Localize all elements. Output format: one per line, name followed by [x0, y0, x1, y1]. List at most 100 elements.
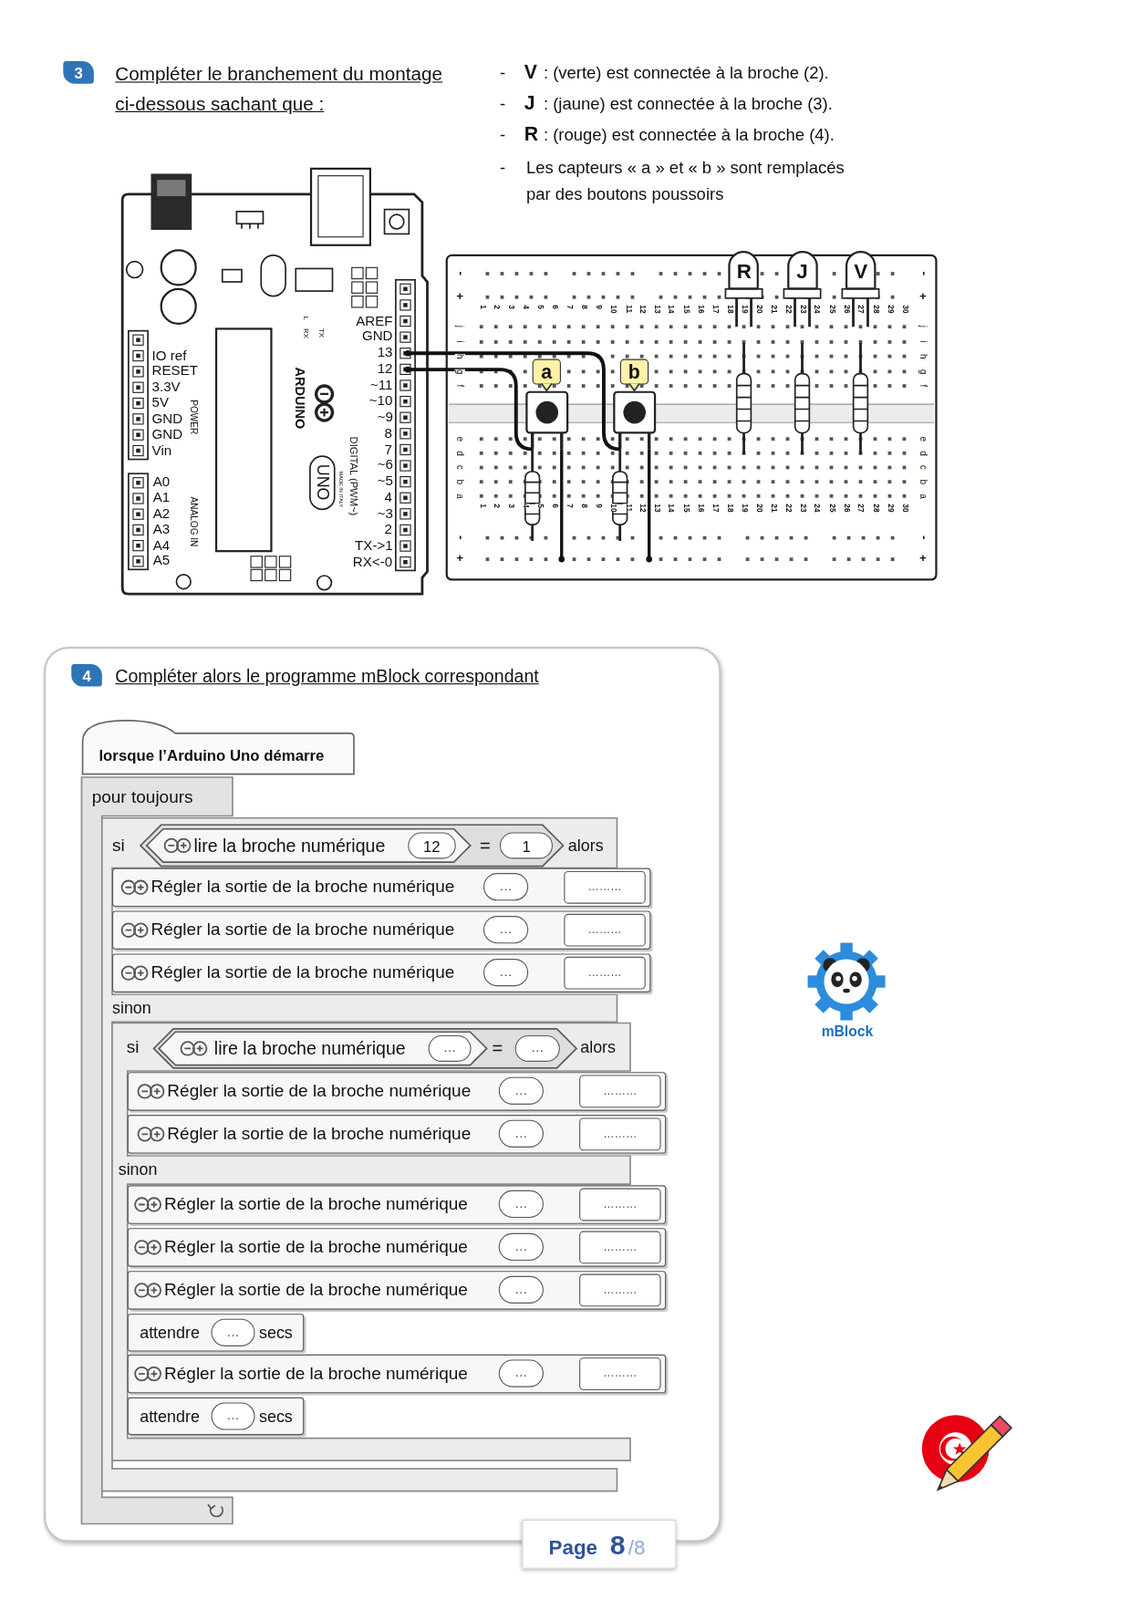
breadboard-hole — [698, 436, 703, 441]
led-body-text: R — [736, 259, 752, 284]
breadboard-hole — [538, 466, 542, 470]
breadboard-hole — [775, 536, 779, 540]
breadboard-hole — [742, 324, 747, 329]
header-pin — [400, 540, 411, 551]
breadboard-hole — [902, 354, 907, 359]
arduino-icon — [138, 1201, 157, 1208]
breadboard-hole — [713, 340, 717, 344]
header-pin — [400, 363, 411, 374]
header-pin — [400, 460, 411, 471]
board-label: ANALOG IN — [187, 497, 199, 548]
breadboard-hole — [844, 354, 849, 359]
breadboard-hole — [815, 383, 820, 388]
breadboard-hole — [538, 436, 542, 441]
breadboard-hole — [567, 324, 571, 329]
column-number: 22 — [783, 503, 793, 512]
row-letter: j — [917, 325, 929, 328]
header-pin — [403, 383, 407, 387]
header-pin — [403, 528, 407, 532]
column-number: 18 — [725, 304, 735, 313]
push-button — [622, 401, 646, 425]
breadboard-hole — [479, 340, 484, 344]
column-number: 15 — [681, 304, 691, 313]
breadboard-hole — [888, 340, 893, 344]
breadboard-hole — [669, 324, 674, 329]
breadboard-hole — [717, 271, 722, 276]
breadboard-hole — [640, 354, 644, 359]
round-slot: … — [498, 1120, 544, 1148]
breadboard-hole — [659, 557, 664, 561]
header-pin — [135, 511, 140, 516]
round-slot: … — [498, 1077, 544, 1105]
arduino-icon — [122, 965, 148, 980]
breadboard-hole — [844, 451, 849, 456]
breadboard-hole — [891, 557, 895, 561]
breadboard-hole — [494, 354, 499, 359]
arduino-icon — [134, 1197, 161, 1212]
set-output-block-text: Régler la sortie de la broche numérique — [166, 1123, 471, 1144]
breadboard-hole — [757, 494, 761, 499]
row-letter: b — [454, 478, 466, 485]
value-slot-text: ……… — [602, 1083, 637, 1097]
breadboard-hole — [486, 271, 490, 276]
round-slot: … — [483, 915, 529, 944]
pin-label: A0 — [153, 474, 170, 490]
header-pin — [403, 543, 407, 548]
breadboard-hole — [508, 383, 513, 388]
breadboard-hole — [742, 466, 747, 470]
pin-label: A3 — [153, 521, 170, 538]
column-number: 8 — [579, 304, 589, 310]
wait-block-text: secs — [259, 1406, 293, 1426]
row-letter: g — [917, 368, 929, 374]
breadboard-hole — [859, 324, 863, 329]
arduino-board — [161, 249, 197, 285]
breadboard-hole — [876, 557, 881, 561]
breadboard-hole — [713, 383, 717, 388]
mblock-logo — [808, 943, 886, 1021]
breadboard-hole — [713, 324, 717, 329]
breadboard-hole — [844, 466, 849, 470]
breadboard-hole — [815, 494, 820, 499]
round-slot: … — [210, 1401, 255, 1430]
column-number: 3 — [506, 503, 516, 509]
header-pin — [133, 429, 144, 440]
breadboard-hole — [757, 340, 761, 344]
breadboard-hole — [611, 324, 615, 329]
header-pin — [133, 493, 144, 504]
arduino-board — [265, 569, 277, 581]
header-pin — [400, 283, 411, 294]
column-number: 27 — [856, 304, 866, 313]
breadboard-hole — [861, 557, 866, 561]
tunisia-pencil-logo — [932, 1469, 958, 1495]
breadboard-hole — [494, 340, 499, 344]
header-pin — [400, 428, 411, 439]
column-number: 29 — [885, 304, 895, 313]
tunisia-pencil-logo — [936, 1484, 944, 1492]
section-badge: 3 — [62, 61, 94, 84]
breadboard-hole — [552, 436, 557, 441]
header-pin — [400, 348, 411, 359]
arduino-board — [128, 331, 148, 460]
column-number: 7 — [564, 503, 574, 509]
board-label: ARDUINO — [290, 367, 307, 430]
header-pin — [400, 332, 411, 343]
breadboard-hole — [523, 466, 528, 470]
breadboard-hole — [515, 295, 519, 300]
breadboard-hole — [581, 466, 586, 470]
breadboard-hole — [674, 295, 678, 300]
header-pin — [403, 302, 407, 307]
breadboard-hole — [669, 354, 674, 359]
breadboard-hole — [713, 354, 717, 359]
breadboard-hole — [486, 295, 490, 300]
breadboard-hole — [873, 354, 878, 359]
wire — [558, 556, 565, 563]
breadboard-hole — [786, 354, 790, 359]
column-number: 26 — [841, 304, 851, 313]
breadboard-hole — [902, 340, 907, 344]
breadboard-hole — [508, 466, 513, 470]
section-badge: 4 — [71, 664, 103, 687]
rail-sign: + — [919, 551, 927, 566]
row-letter: f — [454, 383, 466, 387]
header-pin — [133, 283, 411, 568]
